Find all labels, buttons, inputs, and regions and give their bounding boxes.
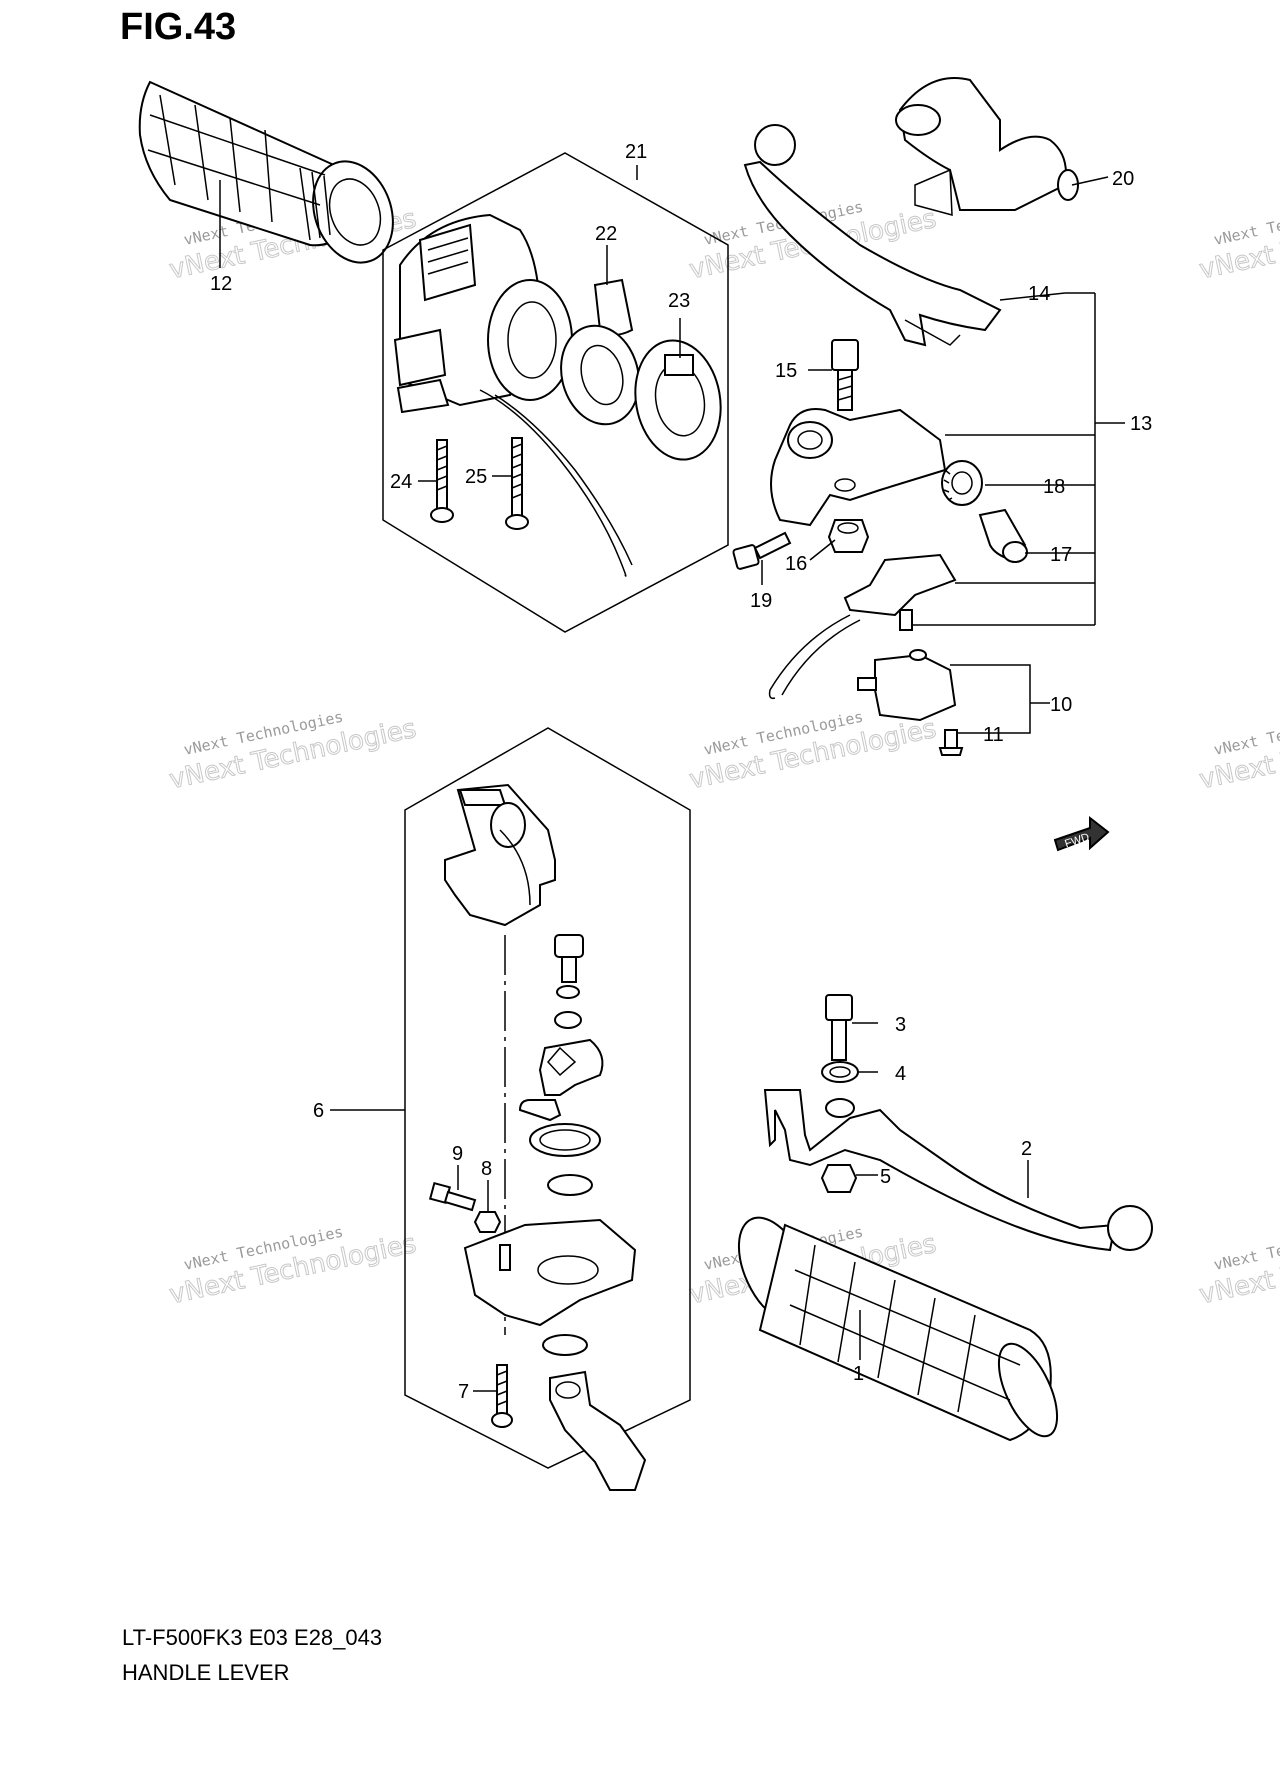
part-10-switch (857, 649, 957, 722)
part-1-right-grip (737, 1216, 1059, 1442)
part-11-screw (938, 729, 964, 756)
throttle-internals (463, 934, 647, 1491)
part-9-bolt (428, 1181, 477, 1212)
part-2-lever (763, 1089, 1153, 1252)
callout-16: 16 (785, 553, 807, 575)
callout-12: 12 (210, 273, 232, 295)
callout-25: 25 (465, 466, 487, 488)
callout-24: 24 (390, 471, 412, 493)
part-14-brake-lever (743, 124, 1002, 347)
callout-4: 4 (895, 1063, 906, 1085)
watermark-group: vNext Technologies vNext Technologies vN… (166, 198, 1280, 1311)
watermark: vNext Technologies vNext Technologies (1196, 708, 1280, 796)
watermark: vNext Technologies vNext Technologies (166, 708, 419, 796)
callout-13: 13 (1130, 413, 1152, 435)
callout-22: 22 (595, 223, 617, 245)
callout-23: 23 (668, 290, 690, 312)
svg-text:vNext Technologies: vNext Technologies (1197, 1229, 1280, 1311)
callout-7: 7 (458, 1381, 469, 1403)
part-12-left-grip (138, 80, 394, 264)
callout-6: 6 (313, 1100, 324, 1122)
watermark: vNext Technologies vNext Technologies (1196, 1223, 1280, 1311)
part-18-adjuster (941, 460, 983, 506)
part-7-screw (491, 1364, 513, 1428)
part-22-switch-lever (560, 278, 640, 426)
callout-17: 17 (1050, 544, 1072, 566)
part-23-collar (634, 339, 722, 461)
callout-5: 5 (880, 1166, 891, 1188)
callout-8: 8 (481, 1158, 492, 1180)
part-16-nut (827, 519, 870, 553)
part-17-screw (978, 508, 1028, 563)
part-5-nut (820, 1164, 858, 1193)
part-19-bolt (732, 531, 792, 570)
watermark: vNext Technologies vNext Technologies (166, 1223, 419, 1311)
diagram-caption: HANDLE LEVER (122, 1660, 290, 1685)
callout-11: 11 (983, 724, 1004, 746)
callout-1: 1 (853, 1363, 864, 1385)
fwd-direction-badge: FWD (1053, 815, 1110, 852)
svg-text:vNext Technologies: vNext Technologies (1197, 714, 1280, 796)
callout-10: 10 (1050, 694, 1072, 716)
part-20-clamp (895, 77, 1079, 216)
callout-2: 2 (1021, 1138, 1032, 1160)
callout-9: 9 (452, 1143, 463, 1165)
callout-20: 20 (1112, 168, 1134, 190)
part-13-bracket (768, 553, 957, 700)
callout-21: 21 (625, 141, 647, 163)
callout-19: 19 (750, 590, 772, 612)
callout-18: 18 (1043, 476, 1065, 498)
callout-14: 14 (1028, 283, 1050, 305)
callout-15: 15 (775, 360, 797, 382)
part-24-screw (430, 439, 454, 523)
part-25-screw (505, 437, 529, 530)
part-21-switch-box (382, 152, 729, 633)
callout-labels: 12 21 22 23 24 25 20 14 13 15 18 17 16 1… (210, 141, 1152, 1403)
svg-text:FWD: FWD (1063, 831, 1091, 850)
part-3-bolt (825, 994, 853, 1061)
figure-title: FIG.43 (120, 6, 237, 48)
svg-text:vNext Technologies: vNext Technologies (1197, 204, 1280, 286)
watermark: vNext Technologies vNext Technologies (1196, 198, 1280, 286)
model-code: LT-F500FK3 E03 E28_043 (122, 1625, 383, 1650)
part-6-throttle-box (404, 727, 691, 1469)
leader-lines (219, 165, 1125, 1392)
callout-3: 3 (895, 1014, 906, 1036)
part-15-bolt (831, 339, 859, 411)
part-13-lever-holder (770, 408, 947, 527)
part-4-bushing (821, 1061, 859, 1083)
part-8-washer (473, 1211, 502, 1233)
